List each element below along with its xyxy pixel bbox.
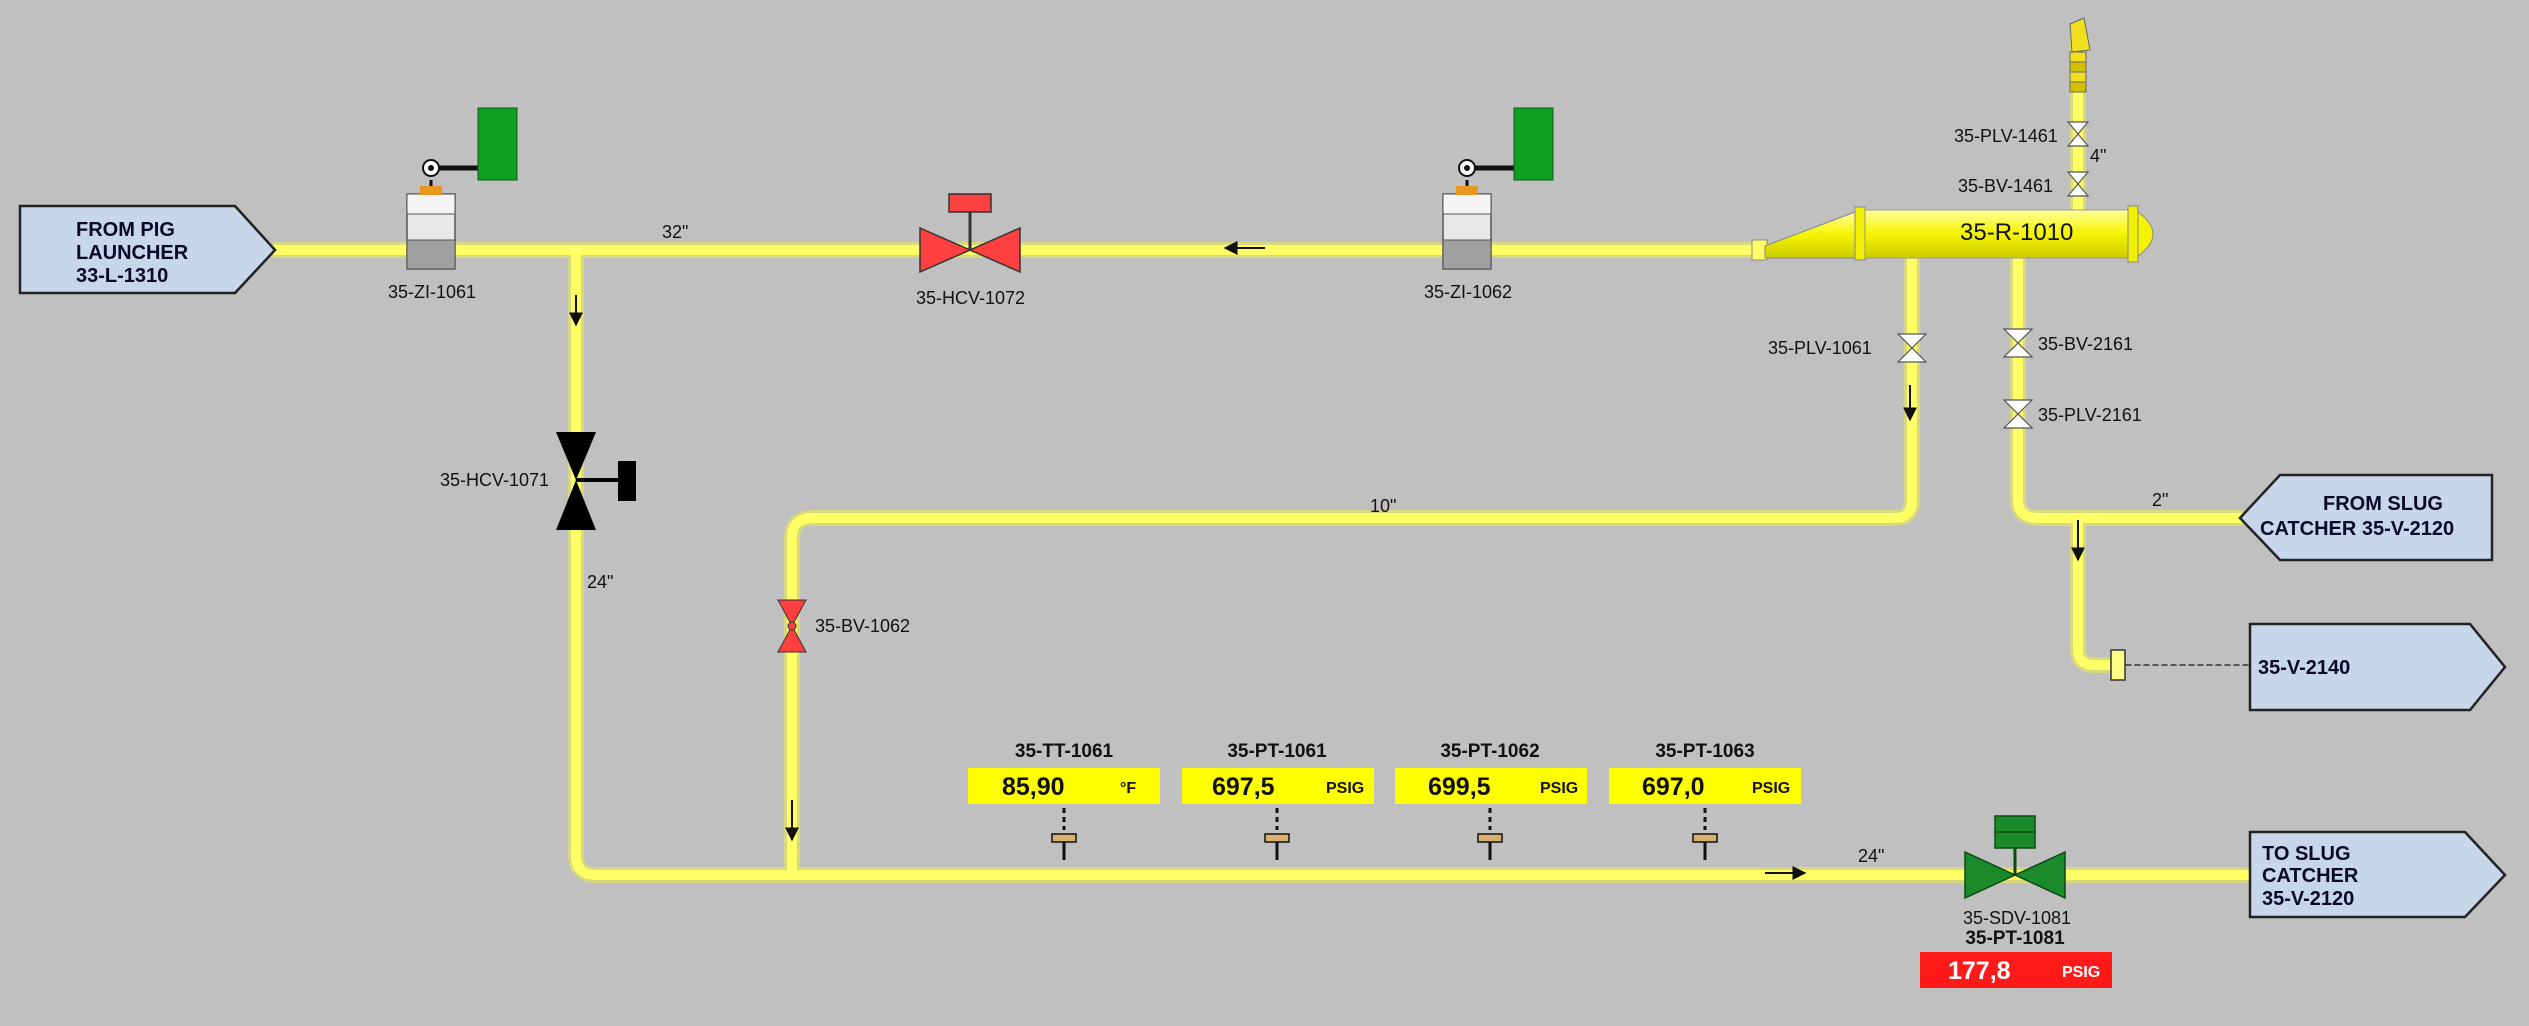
plv-1461-valve[interactable]: 35-PLV-1461 [1954, 121, 2090, 147]
value-box [1182, 768, 1374, 804]
bv-1461-valve[interactable]: 35-BV-1461 [1958, 171, 2090, 197]
instrument-tag: 35-TT-1061 [1015, 741, 1114, 762]
hcv-1072-valve[interactable]: 35-HCV-1072 [916, 193, 1025, 308]
value-box [1395, 768, 1587, 804]
instrument-unit: °F [1120, 780, 1136, 797]
plv-1061-valve[interactable]: 35-PLV-1061 [1768, 333, 1928, 363]
box-line-3: 33-L-1310 [76, 265, 168, 287]
vessel-tag: 35-R-1010 [1960, 219, 2073, 246]
pipe-size-label: 32" [662, 222, 688, 242]
pipe-size-label: 2" [2152, 490, 2168, 510]
transmitter-icon [1477, 808, 1503, 860]
box-line-1: TO SLUG [2262, 843, 2351, 865]
flow-arrows [569, 241, 2085, 880]
bv-1062-label: 35-BV-1062 [815, 616, 910, 636]
instrument-tag: 35-PT-1081 [1965, 928, 2065, 949]
instrument-unit: PSIG [2062, 964, 2100, 981]
plv-2161-label: 35-PLV-2161 [2038, 405, 2142, 425]
box-line-3: 35-V-2120 [2262, 888, 2354, 910]
zi-1061-indicator[interactable]: 35-ZI-1061 [388, 107, 518, 302]
instrument-value: 697,0 [1642, 773, 1705, 801]
box-line-2: CATCHER 35-V-2120 [2260, 518, 2454, 540]
bv-1062-valve[interactable]: 35-BV-1062 [777, 599, 910, 653]
instrument-pt-1063[interactable]: 35-PT-1063 697,0 PSIG [1609, 741, 1801, 860]
instrument-tag: 35-PT-1061 [1227, 741, 1327, 762]
hcv-1071-valve[interactable]: 35-HCV-1071 [440, 432, 636, 530]
box-line-2: LAUNCHER [76, 242, 189, 264]
instrument-pt-1081[interactable]: 35-PT-1081 177,8 PSIG [1920, 928, 2112, 988]
green-status-flag [1513, 107, 1554, 181]
sdv-1081-valve[interactable]: 35-SDV-1081 [1963, 815, 2071, 928]
instrument-unit: PSIG [1540, 780, 1578, 797]
instrument-value: 697,5 [1212, 773, 1275, 801]
value-box [1920, 952, 2112, 988]
box-line-2: CATCHER [2262, 865, 2359, 887]
plv-1061-label: 35-PLV-1061 [1768, 338, 1872, 358]
instrument-value: 177,8 [1948, 957, 2011, 985]
pipe-size-label: 24" [1858, 846, 1884, 866]
pipe-size-label: 24" [587, 572, 613, 592]
instrument-value: 699,5 [1428, 773, 1491, 801]
vent-stack [2069, 17, 2091, 93]
hcv-1071-label: 35-HCV-1071 [440, 470, 549, 490]
bv-2161-label: 35-BV-2161 [2038, 334, 2133, 354]
zi-1061-label: 35-ZI-1061 [388, 282, 476, 302]
to-slug-catcher-box[interactable]: TO SLUG CATCHER 35-V-2120 [2248, 830, 2507, 919]
zi-1062-label: 35-ZI-1062 [1424, 282, 1512, 302]
plv-1461-label: 35-PLV-1461 [1954, 126, 2058, 146]
instrument-value: 85,90 [1002, 773, 1065, 801]
instrument-tag: 35-PT-1062 [1440, 741, 1539, 762]
actuator-icon [948, 193, 992, 213]
instrument-tag: 35-PT-1063 [1655, 741, 1754, 762]
value-box [1609, 768, 1801, 804]
plv-2161-valve[interactable]: 35-PLV-2161 [2002, 399, 2142, 429]
value-box [968, 768, 1160, 804]
v2140-box[interactable]: 35-V-2140 [2248, 622, 2507, 712]
box-line-1: 35-V-2140 [2258, 657, 2350, 679]
instrument-unit: PSIG [1326, 780, 1364, 797]
instrument-unit: PSIG [1752, 780, 1790, 797]
sdv-1081-label: 35-SDV-1081 [1963, 908, 2071, 928]
instrument-pt-1062[interactable]: 35-PT-1062 699,5 PSIG [1395, 741, 1587, 860]
zi-1062-indicator[interactable]: 35-ZI-1062 [1424, 107, 1554, 302]
transmitter-icon [1692, 808, 1718, 860]
bv-1461-label: 35-BV-1461 [1958, 176, 2053, 196]
pipe-size-label: 10" [1370, 496, 1396, 516]
instrument-pt-1061[interactable]: 35-PT-1061 697,5 PSIG [1182, 741, 1374, 860]
hcv-1072-label: 35-HCV-1072 [916, 288, 1025, 308]
transmitter-icon [1264, 808, 1290, 860]
box-line-1: FROM PIG [76, 219, 175, 241]
drain-pot-icon[interactable] [2110, 649, 2126, 681]
green-status-flag [477, 107, 518, 181]
from-pig-launcher-box[interactable]: FROM PIG LAUNCHER 33-L-1310 [18, 204, 277, 295]
transmitter-icon [1051, 808, 1077, 860]
bv-2161-valve[interactable]: 35-BV-2161 [2002, 328, 2133, 358]
from-slug-catcher-box[interactable]: FROM SLUG CATCHER 35-V-2120 [2238, 473, 2494, 562]
box-line-1: FROM SLUG [2323, 493, 2443, 515]
pipe-size-label: 4" [2090, 146, 2106, 166]
actuator-icon [618, 461, 636, 501]
pig-receiver-vessel[interactable]: 35-R-1010 [1751, 205, 2154, 263]
instrument-tt-1061[interactable]: 35-TT-1061 85,90 °F [968, 741, 1160, 860]
